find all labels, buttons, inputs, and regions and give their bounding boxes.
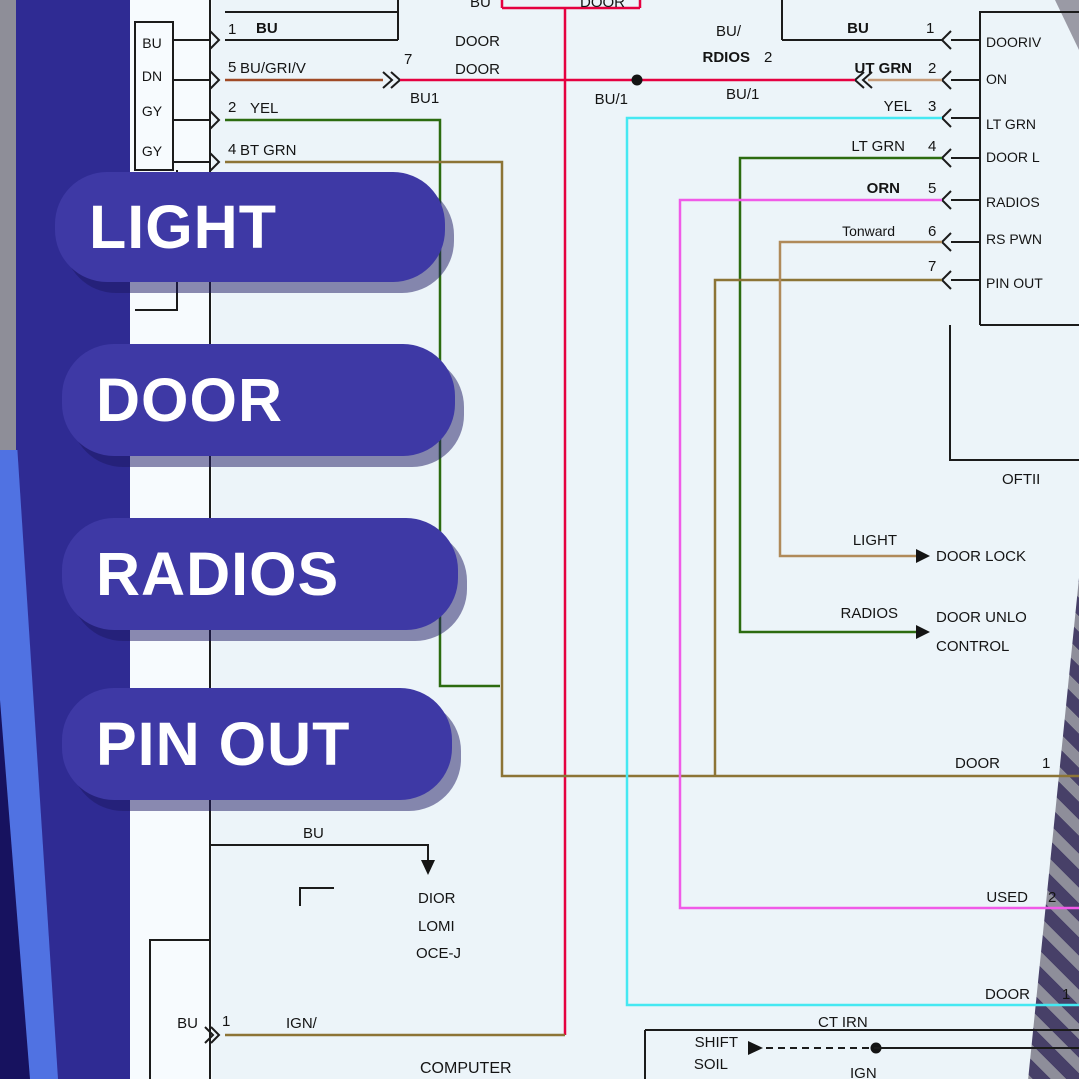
function-label: DOOR LOCK (936, 548, 1026, 565)
wire-label: Tonward (842, 223, 895, 239)
radios-button[interactable]: RADIOS (62, 518, 458, 630)
wire-label: BU/1 (595, 91, 628, 108)
wire-label: BT GRN (240, 142, 296, 159)
function-annotations: LIGHT DOOR LOCK RADIOS DOOR UNLO CONTROL… (840, 532, 1070, 1003)
component-label: DIOR (418, 890, 456, 907)
wire-label: BU (256, 20, 278, 37)
pin-number: 1 (228, 21, 236, 38)
wire-label-cut: BU (470, 0, 491, 11)
cyan-wire (625, 116, 1079, 1007)
wire-label: CT IRN (818, 1014, 868, 1031)
pin-number: 1 (1062, 986, 1070, 1003)
wire-label: DOOR (455, 61, 500, 78)
function-label: CONTROL (936, 638, 1009, 655)
slot-label: ON (986, 71, 1007, 87)
function-label: RADIOS (840, 605, 898, 622)
wire-label: DOOR (955, 755, 1000, 772)
light-button-label: LIGHT (89, 193, 277, 261)
component-label: SOIL (694, 1056, 728, 1073)
wire-label: BU (847, 20, 869, 37)
pin-number: 2 (228, 99, 236, 116)
radios-button-label: RADIOS (96, 540, 340, 608)
pin-number: 1 (926, 20, 934, 37)
left-gray-stripe (0, 0, 16, 470)
pin-out-button-label: PIN OUT (96, 710, 351, 778)
wire-label: BU/ (716, 23, 742, 40)
wire-label: USED (986, 889, 1028, 906)
wire-label: IGN (850, 1065, 877, 1079)
olive-wires (225, 160, 1079, 1037)
wire-label: YEL (250, 100, 278, 117)
wire-junction-dot (631, 74, 643, 86)
wire-label-cut: DOOR (580, 0, 625, 11)
component-label: SHIFT (695, 1034, 738, 1051)
connector-number: 7 (404, 51, 412, 68)
pin-number: 2 (1048, 889, 1056, 906)
oftii-label: OFTII (1002, 471, 1040, 488)
pin-out-button[interactable]: PIN OUT (62, 688, 452, 800)
slot-label: DOOR L (986, 149, 1040, 165)
wire-label: DOOR (985, 986, 1030, 1003)
left-connector-labels: BU DN GY GY 1 BU 5 BU/GRI/V 2 YEL 4 BT G… (142, 20, 306, 159)
pin-number: 1 (222, 1013, 230, 1030)
slot-label: BU (142, 35, 161, 51)
wire-label: ORN (867, 180, 900, 197)
component-label: COMPUTER (420, 1060, 512, 1077)
slot-label: GY (142, 143, 163, 159)
wire-label: BU/1 (726, 86, 759, 103)
magenta-wire (678, 198, 1079, 910)
light-button[interactable]: LIGHT (55, 172, 445, 282)
slot-label: GY (142, 103, 163, 119)
slot-label: DN (142, 68, 162, 84)
wire-label: LT GRN (851, 138, 905, 155)
wire-label: DOOR (455, 33, 500, 50)
bottom-labels: BU DIOR LOMI OCE-J BU 1 IGN/ COMPUTER SH… (177, 825, 877, 1079)
arrowheads (421, 549, 930, 1055)
tan-wire-2 (778, 240, 942, 558)
function-label: DOOR UNLO (936, 609, 1027, 626)
wire-label: RDIOS (702, 49, 750, 66)
slot-label: RADIOS (986, 194, 1040, 210)
wire-label: BU/GRI/V (240, 60, 306, 77)
function-label: LIGHT (853, 532, 897, 549)
component-label: LOMI (418, 918, 455, 935)
wire-label: UT GRN (855, 60, 913, 77)
wire-label: IGN/ (286, 1015, 318, 1032)
wire-label: BU (303, 825, 324, 842)
slot-label: DOORIV (986, 34, 1042, 50)
pin-number: 5 (928, 180, 936, 197)
component-label: OCE-J (416, 945, 461, 962)
pin-number: 4 (928, 138, 936, 155)
top-labels: BU DOOR DOOR DOOR 7 BU1 BU/ RDIOS 2 BU/1… (404, 0, 772, 108)
slot-label: PIN OUT (986, 275, 1043, 291)
pin-number: 3 (928, 98, 936, 115)
pin-number: 7 (928, 258, 936, 275)
wire-label: BU1 (410, 90, 439, 107)
pin-number: 6 (928, 223, 936, 240)
door-button[interactable]: DOOR (62, 344, 455, 456)
right-connector-labels: BU 1 UT GRN 2 YEL 3 LT GRN 4 ORN 5 Tonwa… (842, 20, 1043, 488)
pin-number: 2 (928, 60, 936, 77)
wire-label: BU (177, 1015, 198, 1032)
slot-label: RS PWN (986, 231, 1042, 247)
pin-number: 4 (228, 141, 236, 158)
slot-label: LT GRN (986, 116, 1036, 132)
pin-number: 5 (228, 59, 236, 76)
pin-number: 1 (1042, 755, 1050, 772)
wire-label: YEL (884, 98, 912, 115)
pin-number: 2 (764, 49, 772, 66)
red-wire (400, 0, 855, 1035)
door-button-label: DOOR (96, 366, 283, 434)
